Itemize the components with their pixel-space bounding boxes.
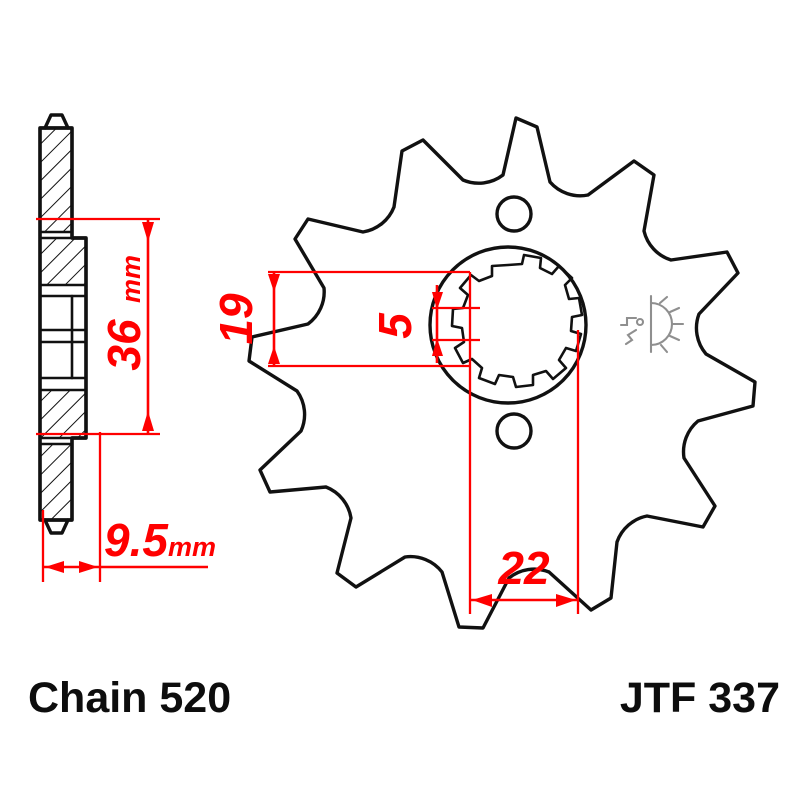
front-view-group <box>247 116 757 630</box>
dim-22-arrow-right <box>556 594 576 607</box>
captions-group: Chain 520 JTF 337 <box>28 674 780 722</box>
dim-36-unit: mm <box>116 255 146 303</box>
side-view-dimensions: 36 mm 9.5 mm <box>36 217 216 582</box>
dim-22-value: 22 <box>497 542 550 594</box>
side-view-group <box>38 113 88 535</box>
sprocket-teeth-outline <box>247 116 757 630</box>
dim-9p5-value: 9.5 <box>104 514 169 566</box>
dim-5-arrow-bottom <box>432 338 443 356</box>
side-view-bottom-tip <box>43 518 70 535</box>
dim-36-arrow-bottom <box>142 411 154 431</box>
dim-5-arrow-top <box>432 292 443 310</box>
side-view-top-tip <box>43 113 70 130</box>
dim-36-value: 36 <box>98 319 150 371</box>
dim-22-arrow-left <box>472 594 492 607</box>
dim-19-arrow-top <box>268 274 280 292</box>
side-view-section-hatching <box>40 128 86 520</box>
bolt-hole-bottom <box>495 412 533 450</box>
dim-36-arrow-top <box>142 222 154 242</box>
side-view-body-outline-overlay <box>38 126 88 522</box>
surface-finish-burst-icon <box>619 294 685 354</box>
center-bore-circle <box>428 245 588 405</box>
dim-19-value: 19 <box>210 293 262 345</box>
dim-5-value: 5 <box>369 312 421 339</box>
front-view-dimensions: 19 5 22 <box>210 270 580 614</box>
bolt-hole-top <box>495 195 533 233</box>
spline-profile <box>450 253 584 389</box>
dim-9p5-arrow-left <box>45 561 64 573</box>
dim-9p5-arrow-right <box>79 561 98 573</box>
part-number-caption: JTF 337 <box>620 674 780 722</box>
dim-9p5-unit: mm <box>168 532 216 562</box>
chain-caption: Chain 520 <box>28 674 231 722</box>
dim-19-arrow-bottom <box>268 346 280 364</box>
